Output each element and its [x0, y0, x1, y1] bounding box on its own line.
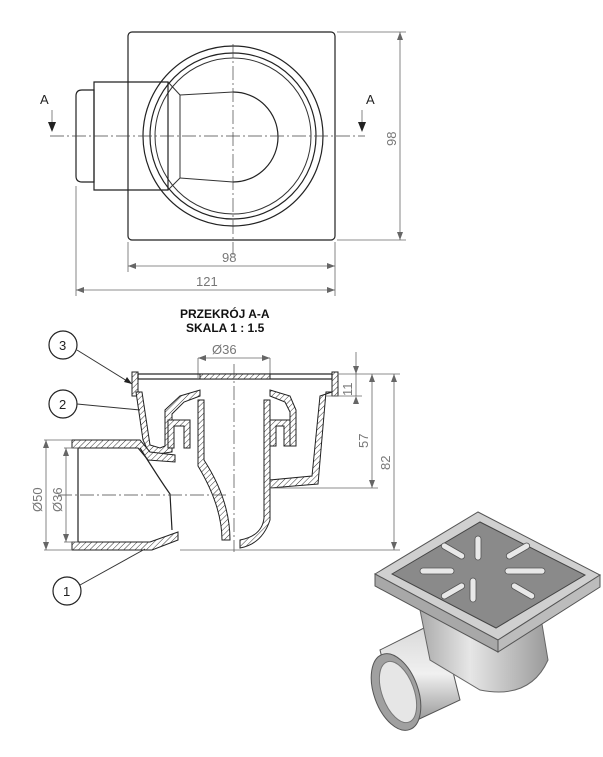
dim-inner-diameter: Ø36 — [50, 487, 65, 512]
grate-slots — [419, 535, 546, 603]
section-marker-right: A — [366, 92, 375, 107]
section-title: PRZEKRÓJ A-A — [180, 306, 270, 321]
dim-top-diameter: Ø36 — [212, 342, 237, 357]
callout-2: 2 — [48, 389, 141, 419]
section-scale: SKALA 1 : 1.5 — [186, 321, 265, 335]
dim-width-total: 121 — [196, 274, 218, 289]
dim-grate-height: 11 — [340, 383, 355, 397]
dim-body-height: 57 — [356, 434, 371, 448]
dim-height: 98 — [384, 132, 399, 146]
svg-text:3: 3 — [59, 338, 66, 353]
top-view: A A 98 121 98 — [40, 31, 406, 296]
section-marker-left: A — [40, 92, 49, 107]
callout-1: 1 — [52, 548, 146, 606]
product-render — [370, 511, 602, 731]
dim-width-inner: 98 — [222, 250, 236, 265]
svg-text:1: 1 — [63, 584, 70, 599]
svg-text:2: 2 — [59, 397, 66, 412]
callout-3: 3 — [48, 330, 133, 385]
dim-total-height: 82 — [378, 456, 393, 470]
section-view: PRZEKRÓJ A-A SKALA 1 : 1.5 Ø36 — [30, 306, 400, 606]
dim-outer-diameter: Ø50 — [30, 487, 45, 512]
